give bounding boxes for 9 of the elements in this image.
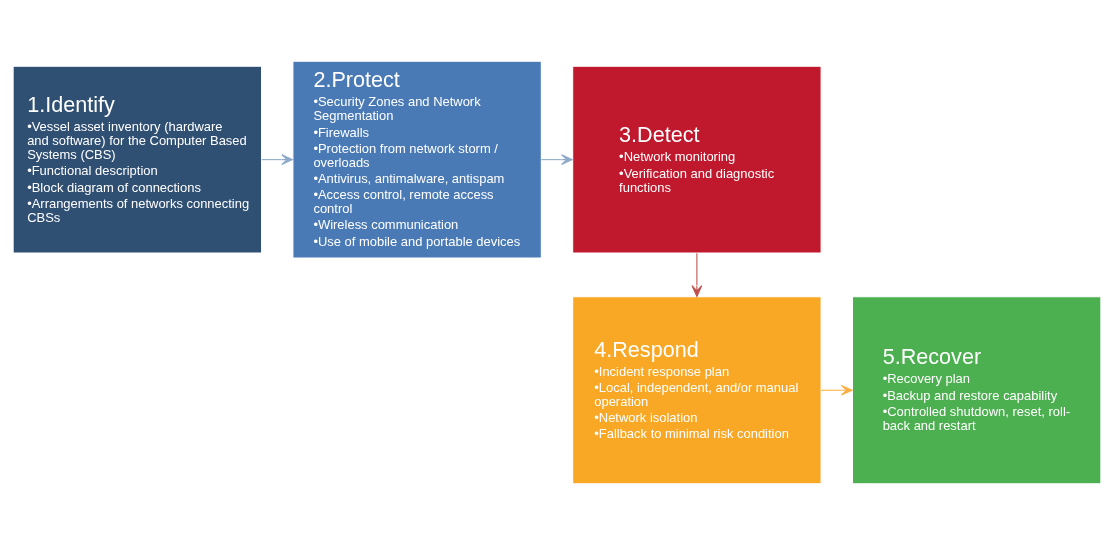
node-box: 5.Recover •Recovery plan •Backup and restore capability •Controlled shutdown, reset, roll-back and restart [851, 295, 1102, 484]
arrow [820, 384, 853, 396]
arrow [261, 153, 294, 165]
node-box: 3.Detect •Network monitoring •Verification and diagnostic functions [572, 65, 822, 254]
node-box: 1.Identify •Vessel asset inventory (hardware and software) for the Computer Based Systems (CBS) •Functional description •Block diagram of connections •Arrangements of networks connecting CBSs [12, 65, 263, 254]
node-box: 4.Respond •Incident response plan •Local, independent, and/or manual operation •Network isolation •Fallback to minimal risk condition [572, 295, 822, 484]
arrow [540, 153, 573, 165]
arrow [691, 252, 703, 297]
node-box: 2.Protect •Security Zones and Network Segmentation •Firewalls •Protection from network storm / overloads •Antivirus, antimalware, antispam •Access control, remote access control •Wireless communication •Use of mobile and portable devices [292, 60, 542, 258]
